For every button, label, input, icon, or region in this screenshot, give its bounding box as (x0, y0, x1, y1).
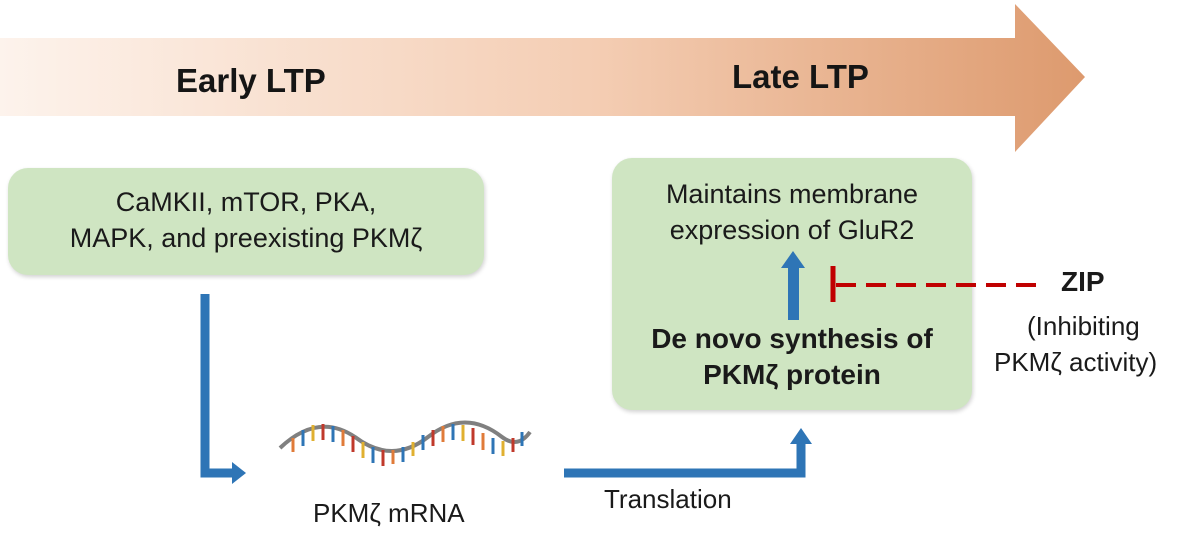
translation-arrowhead (790, 428, 812, 444)
de-novo-line2: PKMζ protein (703, 359, 881, 390)
mrna-label: PKMζ mRNA (313, 498, 465, 528)
early-box-line2: MAPK, and preexisting PKMζ (69, 223, 423, 253)
early-to-mrna-arrow (200, 294, 232, 478)
de-novo-line1: De novo synthesis of (651, 323, 933, 354)
translation-arrow (564, 444, 806, 478)
synthesis-to-glur2-arrow-shaft (788, 268, 799, 320)
early-box-line1: CaMKII, mTOR, PKA, (115, 187, 377, 217)
mrna-strand-icon (278, 420, 532, 466)
timeline-arrow (0, 4, 1085, 152)
zip-desc-line2: PKMζ activity) (994, 347, 1158, 377)
late-ltp-label: Late LTP (732, 58, 869, 95)
zip-desc-line1: (Inhibiting (1027, 311, 1140, 341)
glur2-line1: Maintains membrane (665, 179, 919, 209)
early-ltp-kinases-box: CaMKII, mTOR, PKA, MAPK, and preexisting… (8, 168, 484, 275)
early-ltp-label: Early LTP (176, 62, 326, 99)
translation-label: Translation (604, 484, 732, 514)
zip-label: ZIP (1061, 266, 1105, 297)
synthesis-to-glur2-arrowhead (781, 251, 805, 268)
glur2-line2: expression of GluR2 (669, 215, 915, 245)
de-novo-synthesis-text: De novo synthesis of PKMζ protein (612, 321, 972, 393)
early-to-mrna-arrowhead (232, 462, 246, 484)
early-box-text: CaMKII, mTOR, PKA, MAPK, and preexisting… (8, 184, 484, 256)
glur2-text: Maintains membrane expression of GluR2 (612, 176, 972, 248)
